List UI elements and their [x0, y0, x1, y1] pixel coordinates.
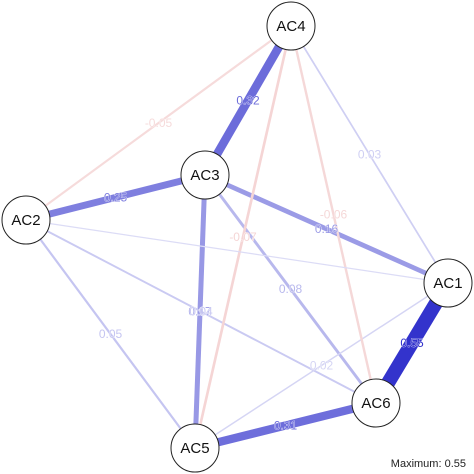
edge-ac2-ac4 — [25, 25, 292, 221]
node-circle — [170, 423, 220, 473]
node-label: AC2 — [11, 212, 40, 229]
edge-label-ac1-ac6: 0.55 — [400, 336, 424, 350]
edge-ac2-ac5 — [25, 219, 196, 449]
node-label: AC6 — [361, 395, 390, 412]
node-ac6: AC6 — [351, 378, 401, 428]
edge-label-ac3-ac1: 0.16 — [315, 222, 339, 236]
edge-label-ac2-ac4: -0.05 — [145, 116, 173, 130]
edge-label-ac3-ac4: 0.32 — [236, 94, 260, 108]
edge-ac4-ac6 — [289, 25, 378, 404]
edge-label-ac5-ac6: 0.31 — [274, 419, 298, 433]
edge-label-ac2-ac6: 0.04 — [189, 305, 213, 319]
node-circle — [423, 258, 473, 308]
node-label: AC4 — [276, 18, 305, 35]
edge-label-ac2-ac3: 0.25 — [104, 191, 128, 205]
edge-label-ac4-ac6: -0.06 — [320, 208, 348, 222]
edge-label-ac3-ac6: 0.08 — [279, 282, 303, 296]
node-circle — [1, 195, 51, 245]
node-ac5: AC5 — [170, 423, 220, 473]
edge-ac4-ac1 — [290, 25, 449, 284]
edge-ac5-ac6 — [193, 398, 378, 453]
node-ac2: AC2 — [1, 195, 51, 245]
node-label: AC1 — [433, 275, 462, 292]
node-label: AC3 — [190, 167, 219, 184]
edge-ac2-ac3 — [25, 171, 206, 224]
edge-label-ac4-ac1: 0.03 — [358, 148, 382, 162]
node-ac3: AC3 — [180, 150, 230, 200]
node-circle — [351, 378, 401, 428]
edge-ac3-ac4 — [201, 23, 295, 178]
node-label: AC5 — [180, 440, 209, 457]
edge-label-ac5-ac1: 0.02 — [310, 359, 334, 373]
edge-labels-layer: 0.55 0.32 0.31 0.25 0.17 0.16 0.08 0.05 0.03 0.04… — [99, 93, 425, 433]
node-ac4: AC4 — [266, 1, 316, 51]
edge-ac4-ac5 — [193, 25, 293, 449]
node-circle — [266, 1, 316, 51]
edge-ac3-ac6 — [203, 174, 378, 404]
edge-label-ac3-ac5: 0.17 — [188, 305, 212, 319]
edges-layer — [25, 23, 455, 453]
edge-ac5-ac1 — [194, 282, 449, 449]
edge-label-ac2-ac5: 0.05 — [99, 327, 123, 341]
node-circle — [180, 150, 230, 200]
edge-ac2-ac1 — [25, 219, 449, 284]
edge-ac3-ac1 — [204, 172, 449, 286]
node-ac1: AC1 — [423, 258, 473, 308]
edge-ac2-ac6 — [25, 219, 377, 404]
edge-label-ac4-ac5: -0.07 — [229, 230, 257, 244]
maximum-note: Maximum: 0.55 — [390, 458, 466, 470]
